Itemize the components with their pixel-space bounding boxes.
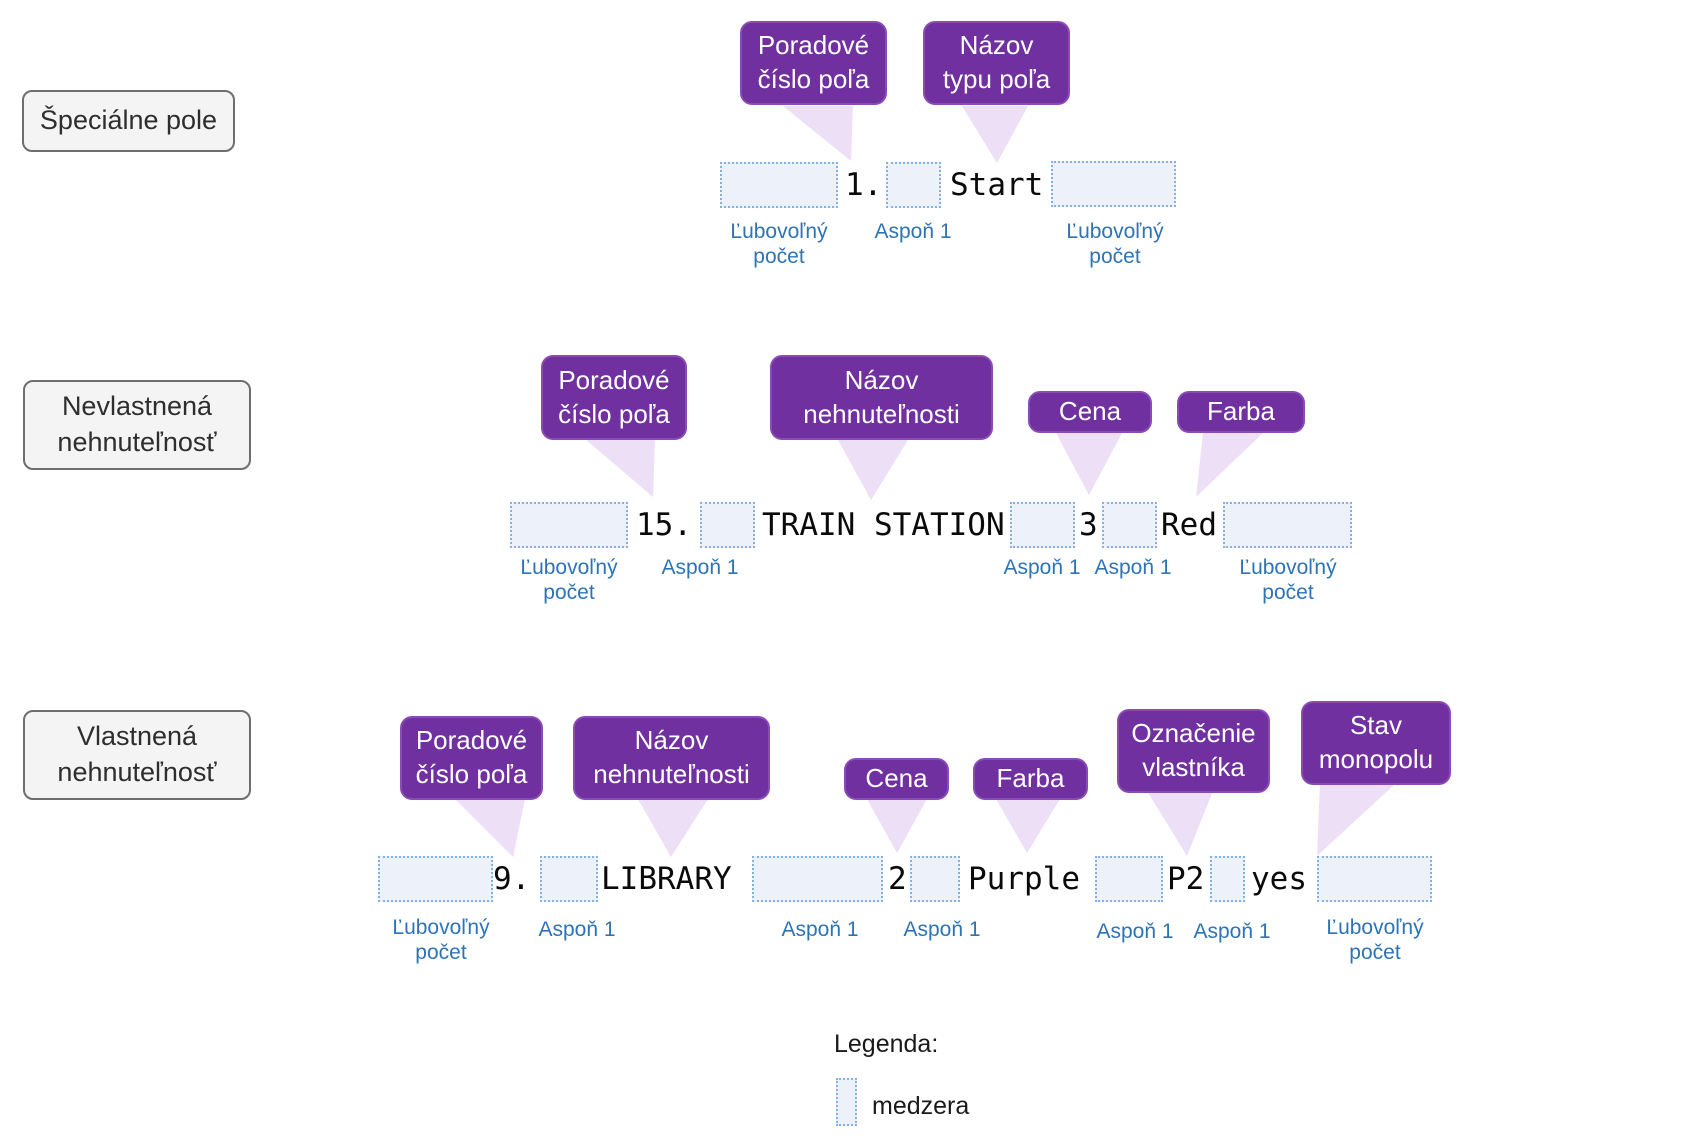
legend-space-box <box>836 1078 857 1126</box>
space-box <box>378 856 493 902</box>
token-color: Purple <box>968 861 1080 897</box>
token-price: 3 <box>1079 507 1098 543</box>
annotation-at-least-one: Aspoň 1 <box>781 918 859 941</box>
funnel-icon <box>962 106 1028 163</box>
annotation-at-least-one: Aspoň 1 <box>874 220 952 243</box>
space-box <box>910 856 960 902</box>
token-sequence-number: 15. <box>636 507 692 543</box>
funnel-icon <box>783 106 853 161</box>
space-box <box>1102 502 1157 548</box>
funnel-icon <box>838 440 908 500</box>
token-property-name: TRAIN STATION <box>762 507 1005 543</box>
token-color: Red <box>1161 507 1217 543</box>
annotation-at-least-one: Aspoň 1 <box>1094 556 1172 579</box>
space-box <box>1210 856 1245 902</box>
funnel-icon <box>1196 433 1263 497</box>
token-price: 2 <box>888 861 907 897</box>
space-box <box>886 162 941 208</box>
annotation-any-count: Ľubovoľný počet <box>1066 220 1164 268</box>
legend-space-label: medzera <box>872 1092 970 1120</box>
row-label-owned-property: Vlastnená nehnuteľnosť <box>23 710 251 800</box>
field-label-field-type-name: Názov typu poľa <box>923 21 1070 105</box>
annotation-at-least-one: Aspoň 1 <box>538 918 616 941</box>
field-label-color: Farba <box>1177 391 1305 433</box>
field-label-owner-mark: Označenie vlastníka <box>1117 709 1270 793</box>
space-box <box>510 502 628 548</box>
funnel-icon <box>455 799 525 857</box>
space-box <box>752 856 883 902</box>
field-label-price: Cena <box>1028 391 1152 433</box>
annotation-any-count: Ľubovoľný počet <box>520 556 618 604</box>
annotation-any-count: Ľubovoľný počet <box>392 916 490 964</box>
annotation-at-least-one: Aspoň 1 <box>1096 920 1174 943</box>
annotation-any-count: Ľubovoľný počet <box>1239 556 1337 604</box>
funnel-icon <box>585 439 655 497</box>
token-monopoly-state: yes <box>1251 861 1307 897</box>
funnel-icon <box>1317 784 1395 856</box>
field-label-sequence-number: Poradové číslo poľa <box>740 21 887 105</box>
token-sequence-number: 9. <box>493 861 531 897</box>
annotation-any-count: Ľubovoľný počet <box>1326 916 1424 964</box>
field-label-sequence-number: Poradové číslo poľa <box>541 355 687 440</box>
space-box <box>720 162 838 208</box>
row-label-unowned-property: Nevlastnená nehnuteľnosť <box>23 380 251 470</box>
annotation-at-least-one: Aspoň 1 <box>1193 920 1271 943</box>
token-owner-mark: P2 <box>1167 861 1205 897</box>
space-box <box>700 502 755 548</box>
funnel-icon <box>996 799 1060 853</box>
funnel-icon <box>1147 791 1213 856</box>
token-field-type: Start <box>950 167 1044 203</box>
space-box <box>540 856 598 902</box>
funnel-icon <box>1056 433 1122 495</box>
field-label-sequence-number: Poradové číslo poľa <box>400 716 543 800</box>
funnel-icon <box>867 799 927 853</box>
row-label-special-field: Špeciálne pole <box>22 90 235 152</box>
annotation-at-least-one: Aspoň 1 <box>903 918 981 941</box>
annotation-at-least-one: Aspoň 1 <box>1003 556 1081 579</box>
token-property-name: LIBRARY <box>601 861 732 897</box>
field-label-monopoly-state: Stav monopolu <box>1301 701 1451 785</box>
space-box <box>1223 502 1352 548</box>
field-label-price: Cena <box>844 758 949 800</box>
funnel-icon <box>638 799 708 857</box>
space-box <box>1010 502 1075 548</box>
token-sequence-number: 1. <box>845 167 883 203</box>
annotation-any-count: Ľubovoľný počet <box>730 220 828 268</box>
field-label-color: Farba <box>973 758 1088 800</box>
space-box <box>1095 856 1163 902</box>
annotation-at-least-one: Aspoň 1 <box>661 556 739 579</box>
field-label-property-name: Názov nehnuteľnosti <box>770 355 993 440</box>
field-label-property-name: Názov nehnuteľnosti <box>573 716 770 800</box>
space-box <box>1051 161 1176 207</box>
space-box <box>1317 856 1432 902</box>
legend-title: Legenda: <box>834 1030 939 1058</box>
